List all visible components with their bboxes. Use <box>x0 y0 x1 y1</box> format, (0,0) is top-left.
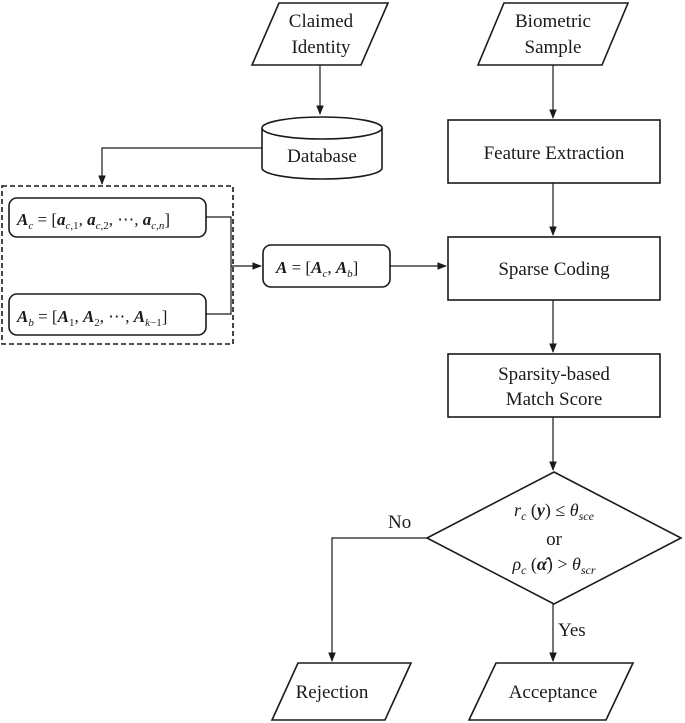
acceptance-node: Acceptance <box>467 662 635 721</box>
edge-ac-to-merge <box>206 216 232 315</box>
decision-node: rc (y) ≤ θsce or ρc (α̂) > θscr <box>425 471 683 605</box>
sparse-coding-label: Sparse Coding <box>498 259 610 280</box>
decision-condition-2: ρc (α̂) > θscr <box>511 554 595 577</box>
claimed-identity-node: Claimed Identity <box>250 2 390 66</box>
claimed-identity-line2: Identity <box>291 37 351 58</box>
yes-label: Yes <box>558 620 586 641</box>
sparse-coding-node: Sparse Coding <box>447 236 661 301</box>
edge-decision-to-rejection <box>328 537 427 662</box>
match-score-node: Sparsity-based Match Score <box>447 353 661 418</box>
ac-formula: Ac = [ac,1, ac,2, ⋯, ac,n] <box>16 210 170 232</box>
ab-formula-box: Ab = [A1, A2, ⋯, Ak−1] <box>8 293 207 336</box>
claimed-identity-line1: Claimed <box>289 11 354 32</box>
database-label: Database <box>287 146 357 167</box>
ac-formula-box: Ac = [ac,1, ac,2, ⋯, ac,n] <box>8 197 207 238</box>
feature-extraction-label: Feature Extraction <box>484 143 625 164</box>
no-label: No <box>388 512 411 533</box>
a-formula-box: A = [Ac, Ab] <box>262 244 391 288</box>
biometric-sample-node: Biometric Sample <box>476 2 630 66</box>
biometric-sample-line1: Biometric <box>515 11 591 32</box>
ab-formula: Ab = [A1, A2, ⋯, Ak−1] <box>16 307 167 329</box>
database-node: Database <box>261 116 383 180</box>
a-formula: A = [Ac, Ab] <box>275 258 358 280</box>
biometric-sample-line2: Sample <box>525 37 582 58</box>
edge-database-to-group <box>98 147 262 185</box>
decision-or: or <box>546 529 563 550</box>
match-score-line2: Match Score <box>506 389 603 410</box>
feature-extraction-node: Feature Extraction <box>447 119 661 184</box>
match-score-line1: Sparsity-based <box>498 364 610 385</box>
acceptance-label: Acceptance <box>509 682 598 703</box>
dictionary-group <box>1 185 234 345</box>
rejection-label: Rejection <box>296 682 369 703</box>
decision-condition-1: rc (y) ≤ θsce <box>514 500 595 523</box>
rejection-node: Rejection <box>270 662 413 721</box>
